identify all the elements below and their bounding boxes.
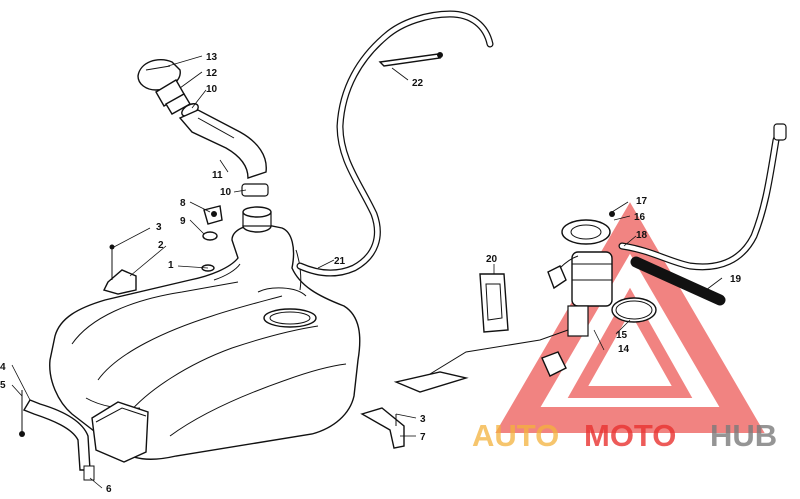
watermark-hub: HUB bbox=[710, 418, 777, 453]
watermark-triangle bbox=[495, 202, 765, 433]
callout-16: 16 bbox=[634, 212, 646, 223]
mounting-bracket-rear bbox=[360, 407, 405, 449]
pump-o-ring-inner bbox=[615, 300, 653, 320]
callout-10a: 10 bbox=[206, 84, 218, 95]
callout-11: 11 bbox=[212, 170, 223, 181]
callout-10b: 10 bbox=[220, 187, 232, 198]
callout-14: 14 bbox=[618, 344, 630, 355]
callout-9: 9 bbox=[180, 216, 186, 227]
callout-2: 2 bbox=[158, 240, 164, 251]
callout-21: 21 bbox=[334, 256, 346, 267]
fuel-level-sensor bbox=[479, 273, 509, 333]
rollover-valve bbox=[202, 205, 223, 241]
pump-flange bbox=[561, 211, 615, 245]
vent-hose-21 bbox=[296, 10, 494, 277]
mounting-bracket-front bbox=[102, 244, 137, 295]
callout-8: 8 bbox=[180, 198, 186, 209]
callout-20: 20 bbox=[486, 254, 498, 265]
callout-15: 15 bbox=[616, 330, 628, 341]
fuel-tank bbox=[49, 206, 361, 463]
callout-3a: 3 bbox=[156, 222, 162, 233]
watermark-moto: MOTO bbox=[584, 418, 676, 453]
fuel-line-18 bbox=[618, 123, 787, 271]
callout-19: 19 bbox=[730, 274, 742, 285]
callout-6: 6 bbox=[106, 484, 112, 495]
callout-13: 13 bbox=[206, 52, 218, 63]
callout-7: 7 bbox=[420, 432, 426, 443]
callout-4: 4 bbox=[0, 362, 6, 373]
callout-12: 12 bbox=[206, 68, 218, 79]
fuel-pump bbox=[393, 251, 613, 393]
watermark-logo: AUTO MOTO HUB bbox=[472, 418, 777, 453]
callout-5: 5 bbox=[0, 380, 6, 391]
breather-hose bbox=[630, 256, 726, 306]
pump-o-ring bbox=[611, 297, 657, 323]
callout-1: 1 bbox=[168, 260, 174, 271]
callout-17: 17 bbox=[636, 196, 648, 207]
cable-tie bbox=[378, 52, 443, 67]
callout-22: 22 bbox=[412, 78, 424, 89]
callout-18: 18 bbox=[636, 230, 648, 241]
callout-labels: 1 2 3 3 4 5 6 7 8 9 10 10 11 12 13 14 15… bbox=[0, 52, 742, 495]
filler-assembly bbox=[137, 58, 269, 197]
leader-lines bbox=[11, 55, 723, 489]
watermark-auto: AUTO bbox=[472, 418, 559, 453]
callout-3b: 3 bbox=[420, 414, 426, 425]
tank-strap bbox=[19, 390, 95, 481]
